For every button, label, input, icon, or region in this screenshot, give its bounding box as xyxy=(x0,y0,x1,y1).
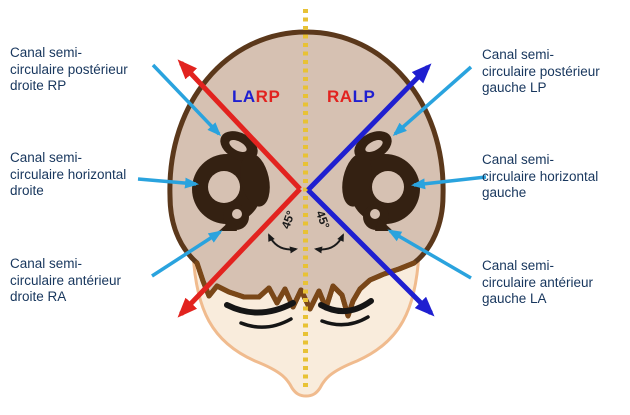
larp-rp-text: RP xyxy=(255,87,281,106)
right-eye xyxy=(239,317,293,329)
rp-plane-arrow xyxy=(177,59,302,191)
label-line: droite xyxy=(10,183,44,198)
left-eyebrow xyxy=(318,298,374,314)
label-line: Canal semi- xyxy=(10,256,83,271)
larp-plane-label: LARP xyxy=(232,87,280,107)
label-canal-horizontal-right: Canal semi- circulaire horizontal droite xyxy=(10,150,170,200)
pointer-anterior-left xyxy=(387,229,472,280)
pointer-posterior-left xyxy=(392,65,473,136)
pointer-horizontal-right xyxy=(137,177,199,189)
label-line: circulaire postérieur xyxy=(10,61,128,77)
label-line: Canal semi- xyxy=(482,152,555,167)
right-angle-arc xyxy=(314,233,344,254)
right-angle-label: 45° xyxy=(313,209,332,231)
pointer-horizontal-left xyxy=(411,175,487,190)
left-angle-label: 45° xyxy=(279,209,298,231)
label-line: droite RA xyxy=(10,289,67,304)
pointer-posterior-right xyxy=(151,63,222,137)
label-line: circulaire postérieur xyxy=(482,63,600,79)
label-canal-posterior-left: Canal semi- circulaire postérieur gauche… xyxy=(482,47,630,97)
label-line: gauche LA xyxy=(482,291,547,306)
label-line: Canal semi- xyxy=(482,47,555,62)
label-line: droite RP xyxy=(10,78,67,93)
la-plane-arrow xyxy=(306,188,435,317)
label-line: circulaire antérieur xyxy=(482,274,594,290)
label-line: Canal semi- xyxy=(10,45,83,60)
label-line: gauche LP xyxy=(482,80,547,95)
label-line: circulaire antérieur xyxy=(10,272,122,288)
label-line: gauche xyxy=(482,185,527,200)
ralp-plane-label: RALP xyxy=(327,87,375,107)
label-canal-horizontal-left: Canal semi- circulaire horizontal gauche xyxy=(482,152,630,202)
ra-plane-arrow xyxy=(177,187,302,318)
ralp-ra-text: RA xyxy=(327,87,353,106)
label-line: circulaire horizontal xyxy=(482,168,599,184)
label-line: circulaire horizontal xyxy=(10,166,127,182)
label-line: Canal semi- xyxy=(482,258,555,273)
label-canal-anterior-left: Canal semi- circulaire antérieur gauche … xyxy=(482,258,630,308)
left-eye xyxy=(320,315,370,327)
label-line: Canal semi- xyxy=(10,150,83,165)
right-eyebrow xyxy=(224,300,296,316)
label-canal-anterior-right: Canal semi- circulaire antérieur droite … xyxy=(10,256,170,306)
ralp-lp-text: LP xyxy=(352,87,376,106)
label-canal-posterior-right: Canal semi- circulaire postérieur droite… xyxy=(10,45,170,95)
larp-la-text: LA xyxy=(232,87,256,106)
left-angle-arc xyxy=(268,233,298,254)
pointer-anterior-right xyxy=(151,230,223,278)
lp-plane-arrow xyxy=(306,63,432,192)
